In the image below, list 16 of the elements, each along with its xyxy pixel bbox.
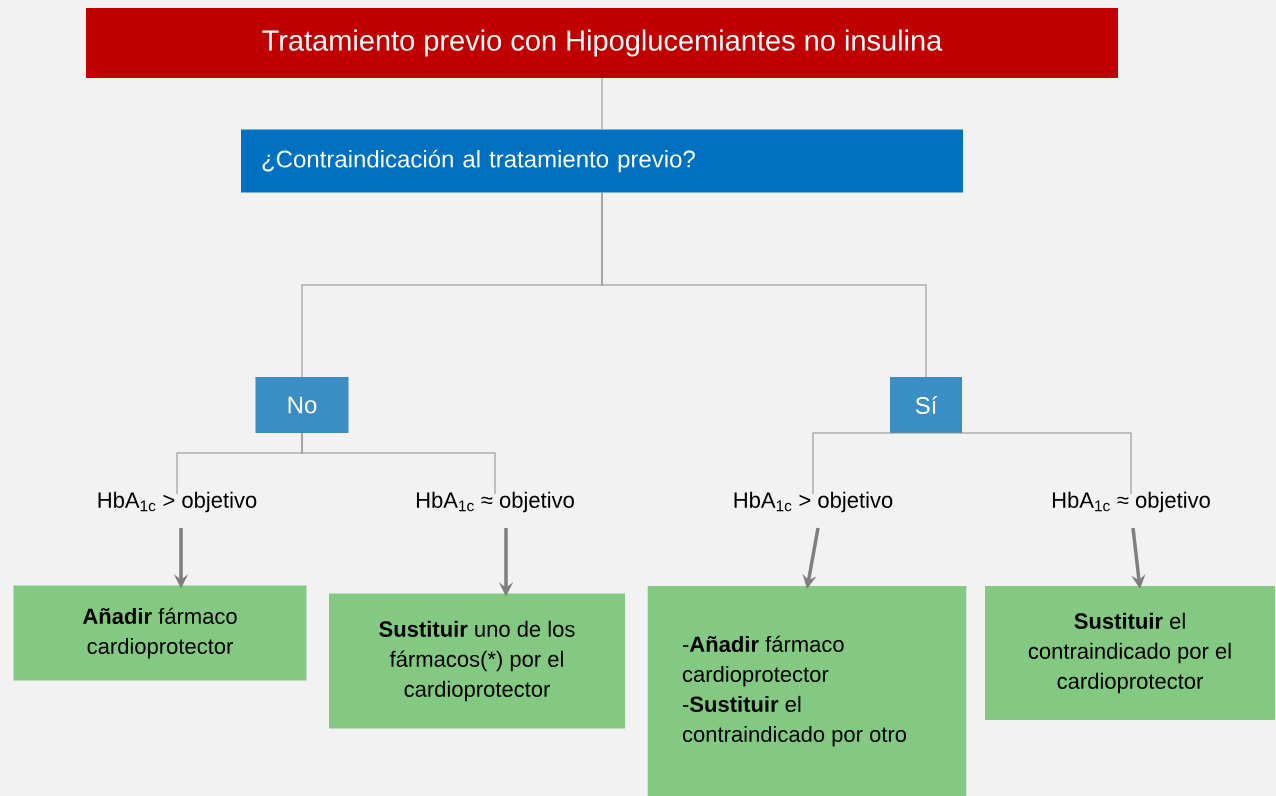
condition-text: HbA$_{1c}$ ≈ objetivo <box>1052 491 1210 513</box>
answer-box: Sí <box>890 377 962 433</box>
condition-text: HbA$_{1c}$ ≈ objetivo <box>416 491 574 513</box>
answer-box: No <box>255 377 349 433</box>
connector-line <box>601 192 927 378</box>
connector-line <box>812 432 927 495</box>
condition-text: HbA$_{1c}$ > objetivo <box>98 491 257 513</box>
condition-text: HbA$_{1c}$ > objetivo <box>734 491 893 513</box>
action-box: Añadir fármaco cardioprotector <box>13 585 307 681</box>
connector-line <box>301 432 496 495</box>
action-box: Sustituir uno de los fármacos(*) por el cardioprotector <box>329 593 625 729</box>
question-box: ¿Contraindicación al tratamiento previo? <box>241 129 963 193</box>
connector-line <box>925 432 1132 495</box>
action-box: -Añadir fármaco cardioprotector -Sustituir el contraindicado por otro <box>647 586 967 796</box>
title-bar: Tratamiento previo con Hipoglucemiantes no insulina <box>86 8 1118 78</box>
action-box: Sustituir el contraindicado por el cardioprotector <box>985 586 1275 720</box>
